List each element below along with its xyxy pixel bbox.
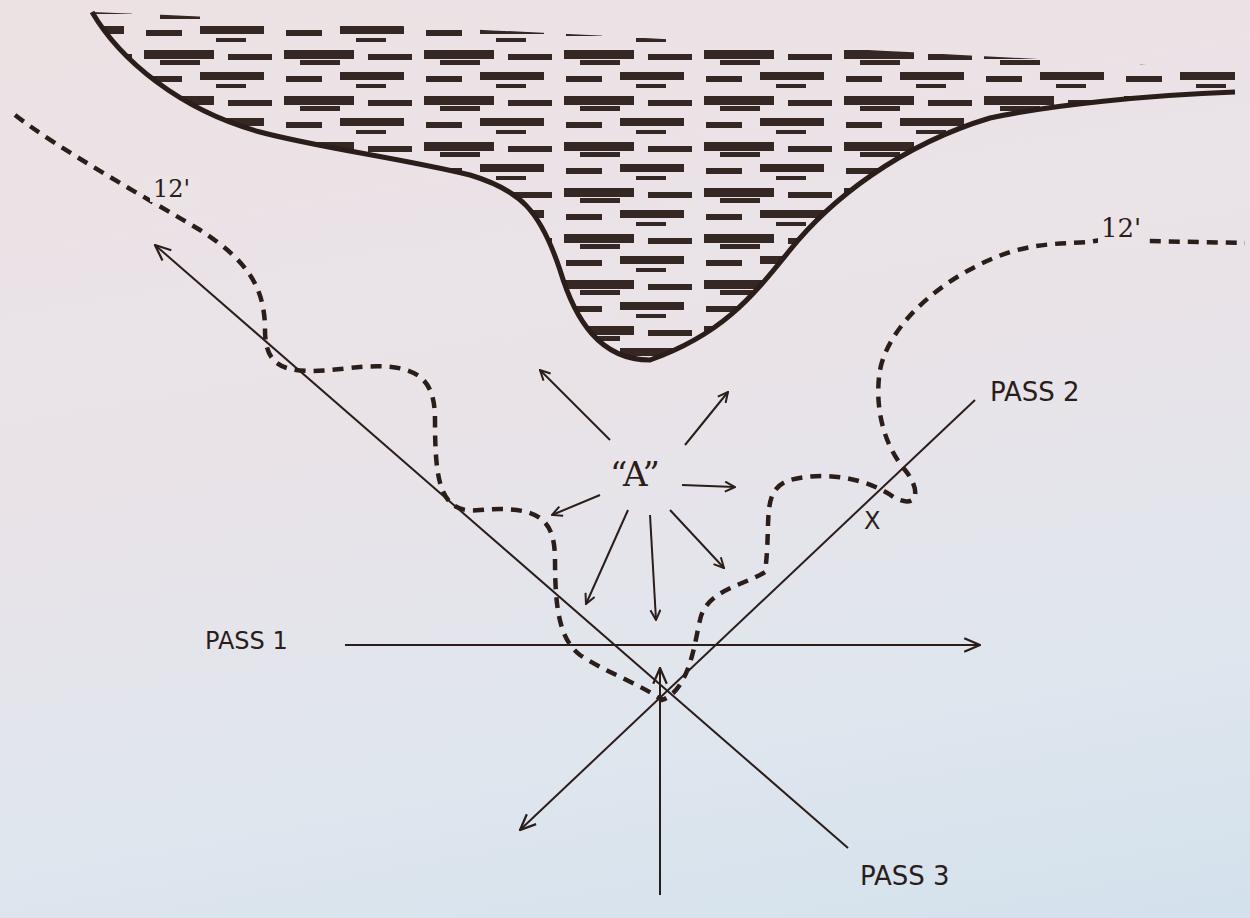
boat-pass-lines [155,245,980,895]
weed-bed [80,0,1250,380]
depth-label: 12' [1098,214,1144,243]
pass-label: PASS 3 [860,862,950,891]
depth-label: 12' [150,176,193,202]
pass-label: PASS 1 [205,628,288,654]
cast-arrows [540,370,735,620]
depth-contour [15,115,1245,700]
marker-label: X [864,508,880,534]
pass-label: PASS 2 [990,378,1080,407]
spot-label: “A” [610,456,660,493]
